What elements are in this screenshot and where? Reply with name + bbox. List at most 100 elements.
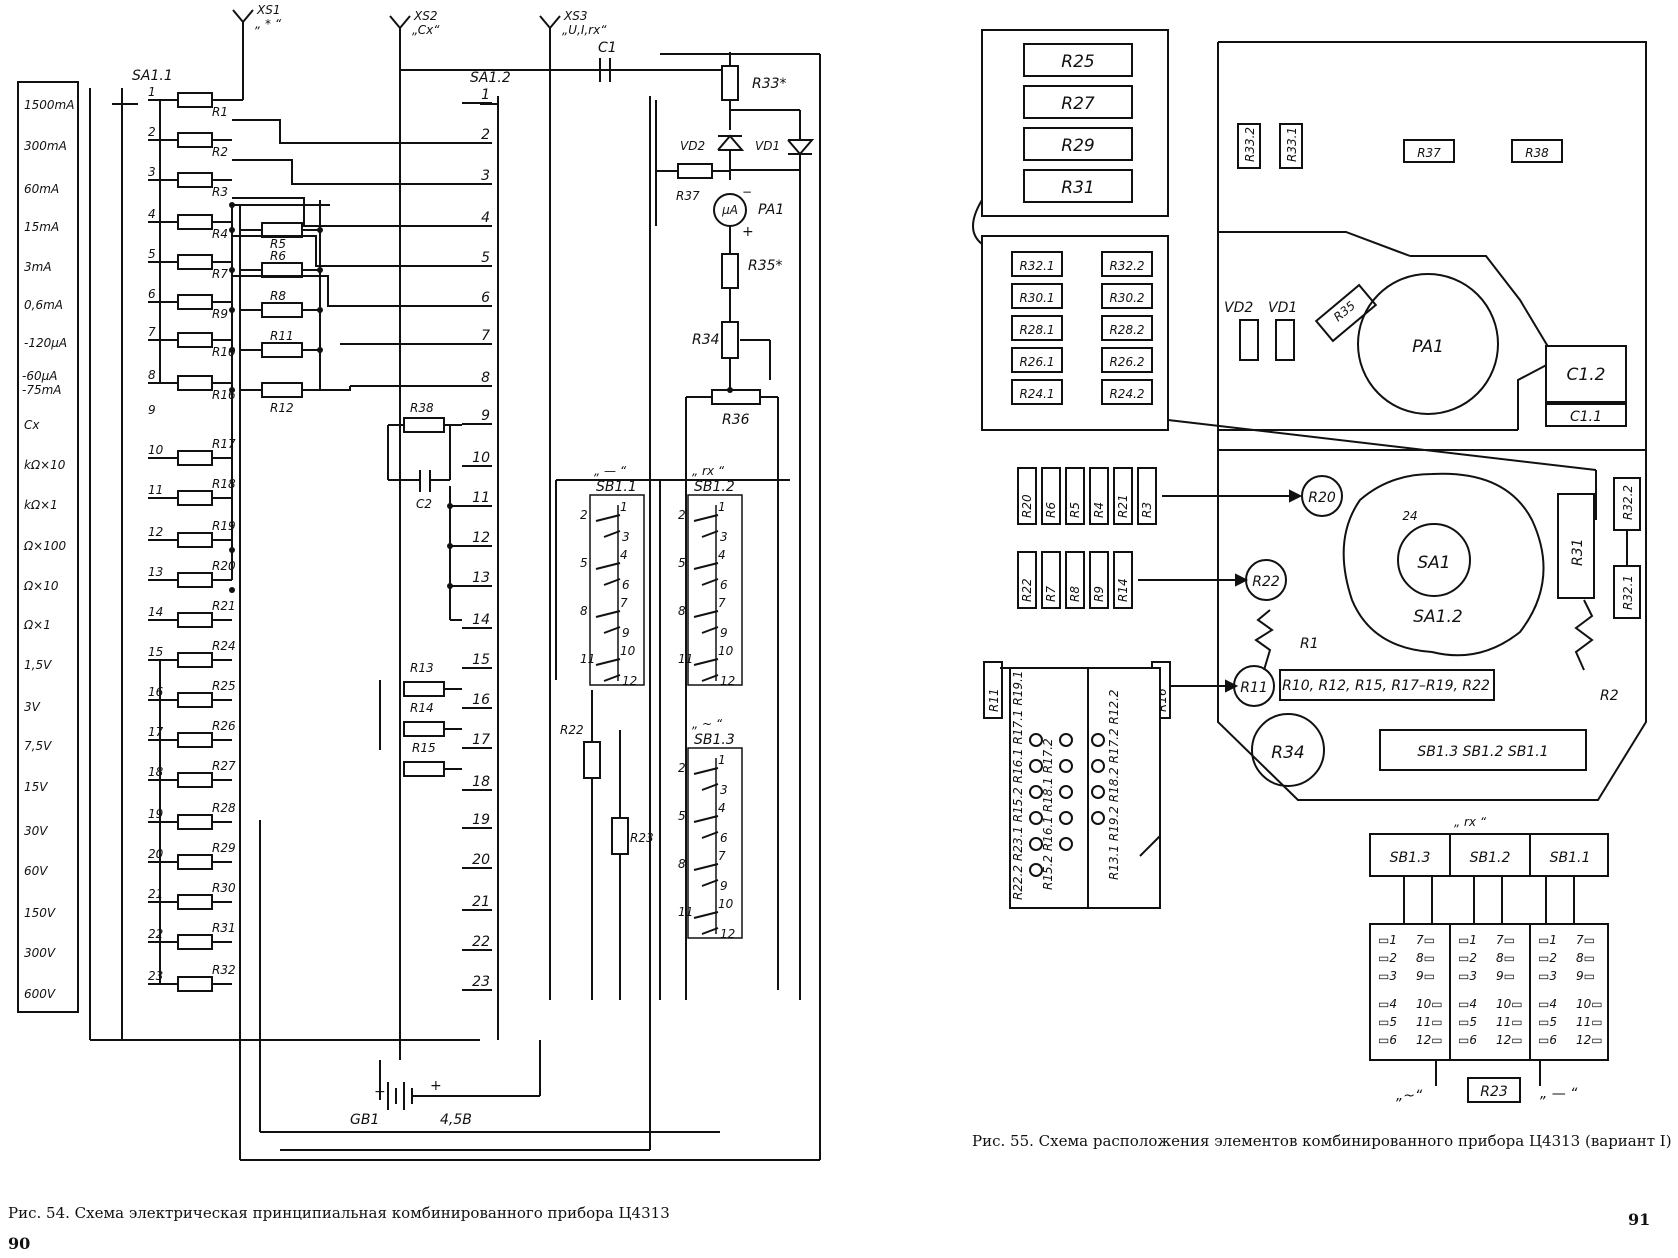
sa1-pin-number: 14 — [148, 605, 163, 619]
target-circle — [1301, 475, 1343, 517]
resistor-block — [1511, 139, 1563, 163]
instrument-housing — [1217, 41, 1647, 801]
scale-label: Cx — [24, 418, 40, 432]
junction-dot — [447, 503, 453, 509]
pair-label-box — [1011, 315, 1063, 341]
resistor — [261, 302, 303, 318]
pair-label-box — [1101, 283, 1153, 309]
resistor — [177, 772, 213, 788]
socket-xs2-label: XS2 — [413, 9, 437, 23]
resistor-block — [1613, 565, 1641, 619]
sa2-pin-number: 15 — [472, 652, 490, 668]
scale-label: 7,5V — [24, 739, 52, 753]
sa1-pin-number: 16 — [148, 685, 164, 699]
resistor-ref: R2 — [212, 145, 228, 159]
socket-xs1-label: XS1 — [256, 3, 280, 17]
pin-label: 10▭ — [1416, 997, 1443, 1011]
junction-dot — [229, 227, 235, 233]
solder-pad — [1029, 785, 1043, 799]
wire — [595, 658, 621, 666]
wire — [693, 911, 719, 919]
scale-label: 15V — [24, 780, 48, 794]
resistor-ref: R31 — [212, 921, 236, 935]
r31-label: R31 — [1570, 538, 1586, 566]
button-sb1-1-pin: 11 — [580, 652, 595, 666]
resistor-ref: R30 — [212, 881, 236, 895]
pair-label: R26.1 — [1019, 355, 1054, 369]
resistor-block — [1279, 123, 1303, 169]
zigzag-r1 — [1254, 609, 1274, 671]
resistor — [583, 741, 601, 779]
scale-label: 600V — [24, 987, 56, 1001]
sa1-pin-number: 13 — [148, 565, 163, 579]
wire — [320, 386, 351, 391]
leader-line — [1167, 419, 1597, 471]
scale-label: -75mA — [22, 383, 62, 397]
scale-label: 60mA — [24, 182, 59, 196]
sa12-label: SA1.2 — [1413, 607, 1462, 627]
button-sb1-2-pin: 3 — [720, 530, 728, 544]
pin-label: 10▭ — [1576, 997, 1603, 1011]
scale-label: -60µA — [22, 369, 57, 383]
pair-label: R26.2 — [1109, 355, 1144, 369]
junction-dot — [229, 267, 235, 273]
r36-label: R36 — [722, 412, 750, 428]
button-sb1-1-frame — [589, 494, 645, 686]
range-scale-panel — [17, 81, 79, 1013]
pin-label: 12▭ — [1496, 1033, 1523, 1047]
rx-label: „ rx “ — [1454, 815, 1487, 829]
pin-label: ▭4 — [1538, 997, 1557, 1011]
strip-1-label: R3 — [1140, 502, 1154, 518]
button-sb1-2-frame — [687, 494, 743, 686]
pin-label: 9▭ — [1576, 969, 1595, 983]
pin-label: ▭3 — [1458, 969, 1477, 983]
button-sb1-3-pin: 2 — [678, 761, 686, 775]
resistor — [261, 222, 303, 238]
sa1-pin-number: 18 — [148, 765, 164, 779]
vd2-label: VD2 — [680, 139, 705, 153]
scale-label: 3V — [24, 700, 41, 714]
socket-xs3-label: XS3 — [563, 9, 587, 23]
junction-dot — [229, 587, 235, 593]
button-sb1-2-pin: 5 — [678, 556, 686, 570]
solder-pad — [1091, 733, 1105, 747]
socket-xs3 — [539, 15, 561, 30]
sa1-pin-number: 7 — [148, 325, 156, 339]
wire — [693, 815, 719, 823]
sa2-pin-number: 10 — [472, 450, 490, 466]
strip-1-cell — [1065, 467, 1085, 525]
pair-label: R24.2 — [1109, 387, 1144, 401]
resistor — [177, 132, 213, 148]
resistor — [177, 92, 213, 108]
scale-label: 30V — [24, 824, 48, 838]
sa1-pin-number: 20 — [148, 847, 164, 861]
button-sb1-2-pin: 6 — [720, 578, 728, 592]
capacitor-label: C1.2 — [1567, 365, 1606, 385]
button-sb1-1-pin: 6 — [622, 578, 630, 592]
scale-label: 1500mA — [24, 98, 74, 112]
resistor-ref: R26 — [212, 719, 236, 733]
chain-block — [1279, 669, 1495, 701]
resistor — [403, 721, 445, 737]
fold-arrow — [972, 199, 983, 245]
resistor — [177, 814, 213, 830]
resistor-ref: R32 — [212, 963, 236, 977]
button-sb1-1-ref: SB1.1 — [596, 479, 637, 495]
wire — [693, 562, 719, 570]
scale-label: 15mA — [24, 220, 59, 234]
sa1-pin-number: 3 — [148, 165, 156, 179]
sa2-pin-number: 8 — [481, 370, 490, 386]
scale-label: 300mA — [24, 139, 67, 153]
resistor — [177, 375, 213, 391]
scale-label: 3mA — [24, 260, 52, 274]
resistor — [177, 612, 213, 628]
strip-1-label: R5 — [1068, 502, 1082, 518]
r23-box — [1467, 1077, 1521, 1103]
pin-label: ▭2 — [1378, 951, 1397, 965]
arrow-head — [1225, 679, 1239, 693]
sa1-pin-number: 2 — [148, 125, 156, 139]
strip-2-cell — [1089, 551, 1109, 609]
solder-pad — [1029, 733, 1043, 747]
solder-pad — [1059, 837, 1073, 851]
